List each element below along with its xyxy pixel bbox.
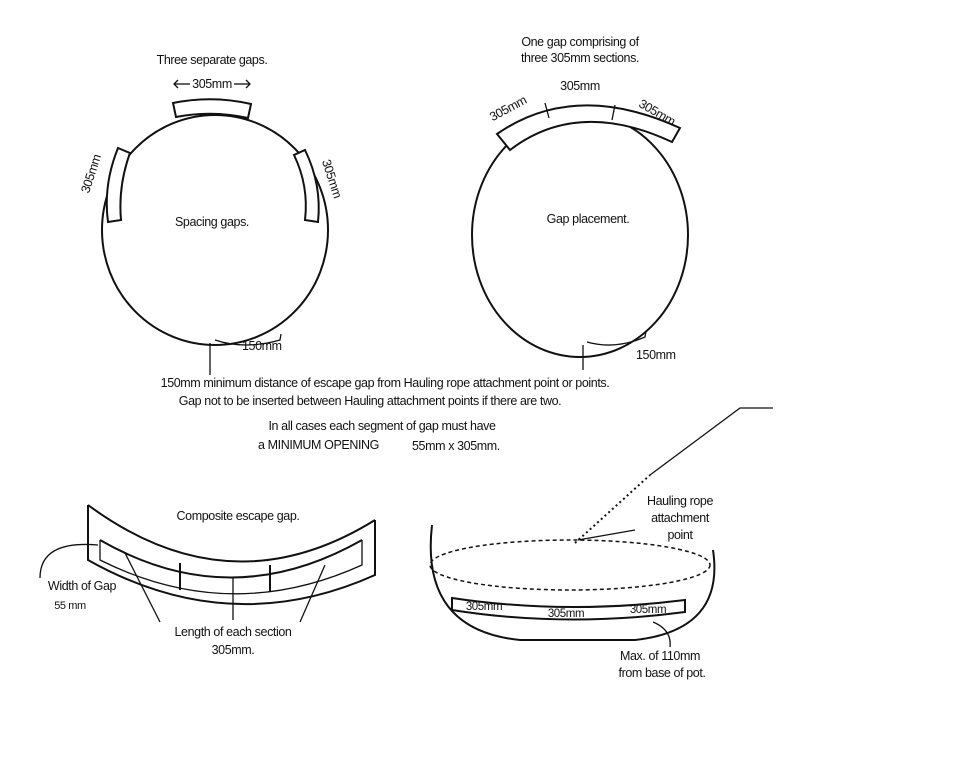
- rope-label-line2: attachment: [651, 511, 710, 525]
- length-leader: [299, 564, 326, 623]
- pot-section1: 305mm: [466, 601, 502, 613]
- max-label-line2: from base of pot.: [619, 666, 706, 680]
- left-title: Three separate gaps.: [157, 53, 268, 67]
- inner-curve: [99, 539, 363, 579]
- right-title-line2: three 305mm sections.: [521, 51, 639, 65]
- rope-label-line3: point: [667, 528, 693, 542]
- top-gap-label: 305mm: [192, 77, 232, 91]
- section2-label: 305mm: [560, 79, 600, 93]
- note-line1: 150mm minimum distance of escape gap fro…: [161, 376, 610, 390]
- rope-leader: [577, 529, 636, 541]
- section-divider: [544, 102, 550, 119]
- pot-section2: 305mm: [548, 608, 584, 620]
- arrow-left-icon: [173, 79, 190, 89]
- note-line2: Gap not to be inserted between Hauling a…: [179, 394, 561, 408]
- note-line4-prefix: a MINIMUM OPENING: [258, 438, 379, 452]
- gap-placement-diagram: One gap comprising of three 305mm sectio…: [471, 35, 689, 370]
- left-gap-label: 305mm: [78, 153, 104, 195]
- section-divider: [611, 104, 616, 121]
- distance-arc: [586, 330, 647, 346]
- width-label: Width of Gap: [48, 579, 117, 593]
- left-distance-label: 150mm: [242, 339, 282, 353]
- pot-side-view: 305mm 305mm 305mm Hauling rope attachmen…: [429, 407, 773, 680]
- right-center-label: Gap placement.: [547, 212, 630, 226]
- rope-dotted: [574, 474, 651, 544]
- composite-title: Composite escape gap.: [177, 509, 300, 523]
- pot-bowl: [429, 524, 716, 641]
- left-center-label: Spacing gaps.: [175, 215, 249, 229]
- composite-escape-gap: Composite escape gap. Width of Gap 55 mm…: [39, 504, 376, 657]
- width-leader: [39, 543, 99, 579]
- pot-rim: [429, 539, 711, 591]
- frame-outline: [87, 505, 376, 606]
- width-value: 55 mm: [54, 600, 86, 612]
- note-line3: In all cases each segment of gap must ha…: [268, 419, 496, 433]
- top-gap: [171, 98, 253, 120]
- three-separate-gaps-diagram: Three separate gaps. 305mm 305mm 305mm S…: [78, 53, 345, 375]
- right-distance-label: 150mm: [636, 348, 676, 362]
- hauling-rope: [649, 407, 773, 476]
- right-gap: [292, 148, 320, 224]
- distance-arc: [214, 333, 282, 346]
- pot-outline-circle: [101, 114, 329, 346]
- combined-gap: [495, 104, 682, 152]
- rope-label-line1: Hauling rope: [647, 494, 714, 508]
- inner-outline: [99, 540, 363, 595]
- length-value: 305mm.: [212, 643, 255, 657]
- arrow-right-icon: [234, 79, 251, 89]
- pot-section3: 305mm: [630, 604, 666, 616]
- pot-outline-circle: [471, 112, 689, 358]
- max-label-line1: Max. of 110mm: [620, 649, 700, 663]
- outer-curve: [87, 504, 376, 563]
- length-leader: [124, 552, 161, 623]
- note-line4-value: 55mm x 305mm.: [412, 439, 500, 453]
- length-label: Length of each section: [175, 625, 292, 639]
- pot-gap-band: [451, 596, 686, 621]
- max-leader: [652, 621, 671, 648]
- left-gap: [105, 146, 132, 224]
- right-title-line1: One gap comprising of: [521, 35, 639, 49]
